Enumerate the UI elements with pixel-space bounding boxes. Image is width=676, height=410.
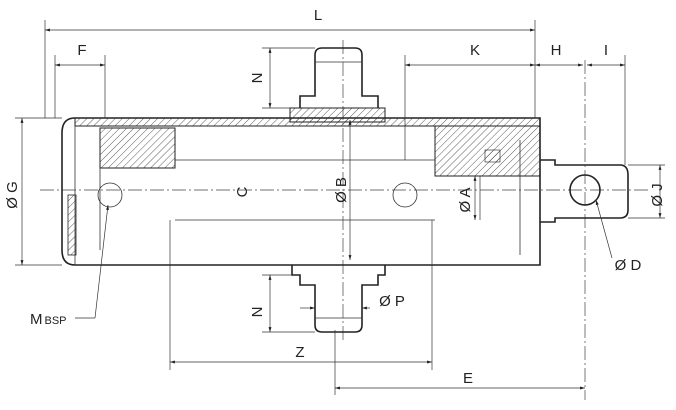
label-Z: Z: [295, 344, 304, 361]
label-B: Ø B: [333, 177, 350, 203]
label-E: E: [463, 370, 473, 387]
label-M-sub: BSP: [45, 315, 67, 327]
label-G: Ø G: [4, 181, 21, 209]
rod-eye: [540, 159, 629, 223]
extension-lines: [15, 20, 665, 395]
label-N-top: N: [249, 73, 266, 84]
label-J: Ø J: [649, 183, 666, 206]
label-P: Ø P: [379, 293, 405, 310]
label-L: L: [314, 7, 322, 24]
dimension-lines: [20, 28, 662, 390]
label-C: C: [234, 186, 251, 197]
label-I: I: [604, 42, 608, 59]
label-F: F: [77, 42, 86, 59]
label-A: Ø A: [457, 187, 474, 212]
label-H: H: [551, 42, 562, 59]
label-D: Ø D: [615, 257, 642, 274]
cylinder-body: [61, 107, 541, 266]
trunnion-bottom: [291, 265, 386, 333]
label-M-main: M: [30, 311, 43, 328]
label-K: K: [470, 42, 480, 59]
label-N-bottom: N: [249, 307, 266, 318]
trunnion-top: [299, 47, 379, 108]
